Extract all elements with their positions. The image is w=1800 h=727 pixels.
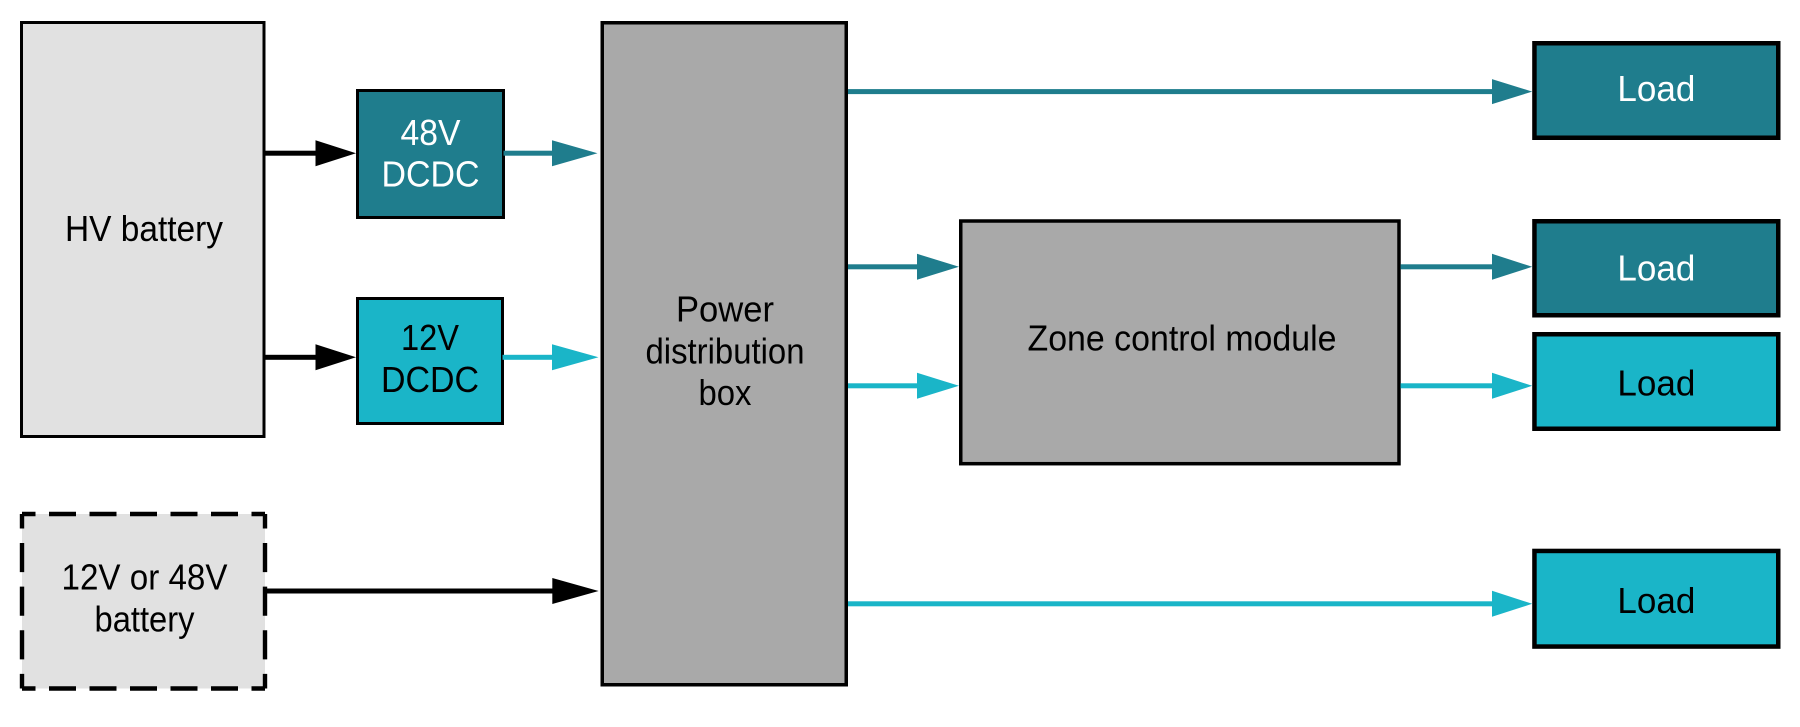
- svg-text:12V or 48V: 12V or 48V: [62, 557, 228, 598]
- svg-text:Power: Power: [676, 289, 774, 330]
- svg-text:battery: battery: [95, 599, 195, 640]
- svg-text:DCDC: DCDC: [382, 154, 480, 195]
- svg-text:HV battery: HV battery: [65, 208, 223, 249]
- svg-text:Load: Load: [1617, 363, 1695, 404]
- svg-text:DCDC: DCDC: [381, 359, 479, 400]
- svg-text:Load: Load: [1617, 580, 1695, 621]
- svg-text:Load: Load: [1617, 68, 1695, 109]
- svg-text:12V: 12V: [401, 317, 459, 358]
- svg-text:Zone control module: Zone control module: [1028, 318, 1337, 359]
- svg-text:Load: Load: [1617, 248, 1695, 289]
- svg-text:box: box: [699, 372, 752, 413]
- svg-text:distribution: distribution: [646, 330, 805, 371]
- svg-text:48V: 48V: [401, 112, 461, 153]
